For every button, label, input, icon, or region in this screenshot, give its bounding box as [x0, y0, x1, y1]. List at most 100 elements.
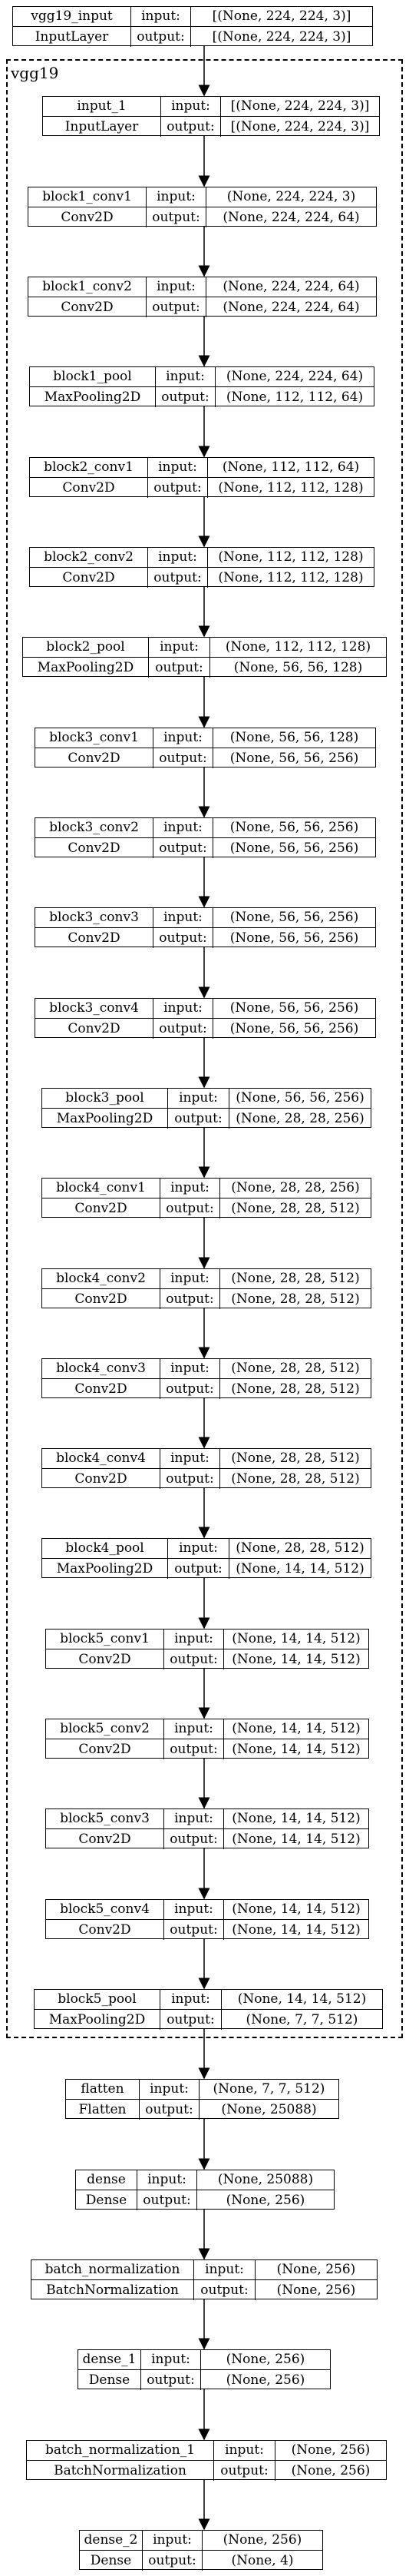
output-shape: [(None, 224, 224, 3)]: [230, 118, 370, 134]
group-label: vgg19: [11, 64, 59, 82]
layer-type: Conv2D: [35, 838, 153, 858]
layer-type: MaxPooling2D: [42, 1559, 168, 1579]
input-label: input:: [168, 1539, 229, 1559]
input-label: input:: [153, 908, 213, 928]
layer-type: Conv2D: [30, 568, 148, 588]
input-label: input:: [168, 1089, 229, 1109]
layer-name: block5_conv1: [46, 1629, 164, 1649]
output-label: output:: [164, 1649, 224, 1669]
output-label: output:: [149, 658, 210, 678]
input-shape: (None, 224, 224, 3): [206, 187, 376, 207]
layer-name: batch_normalization_1: [27, 2441, 214, 2461]
input-label: input:: [160, 1449, 220, 1469]
input-shape: (None, 25088): [197, 2170, 334, 2190]
output-shape: (None, 256): [291, 2462, 371, 2478]
layer-name: dense_2: [80, 2531, 143, 2551]
input-shape: (None, 14, 14, 512): [224, 1629, 368, 1649]
layer-type: Conv2D: [42, 1379, 160, 1399]
layer-type: InputLayer: [13, 27, 131, 47]
output-shape: (None, 14, 14, 512): [232, 1741, 361, 1757]
input-shape: (None, 28, 28, 512): [220, 1449, 371, 1469]
layer-type: Conv2D: [46, 1829, 164, 1849]
input-shape: (None, 56, 56, 256): [213, 908, 375, 928]
input-label: input:: [141, 2350, 201, 2370]
output-shape: [(None, 224, 224, 3)]: [212, 28, 351, 45]
input-label: input:: [148, 458, 208, 478]
layer-type: BatchNormalization: [31, 2280, 194, 2300]
input-shape: [(None, 224, 224, 3)]: [191, 7, 372, 27]
output-label: output:: [147, 207, 206, 227]
output-label: output:: [160, 1379, 220, 1399]
vgg19-group: [6, 59, 403, 2038]
layer-name: block2_pool: [23, 638, 149, 658]
output-label: output:: [143, 2551, 203, 2571]
output-shape: (None, 224, 224, 64): [223, 299, 360, 315]
input-shape: (None, 224, 224, 64): [216, 367, 374, 387]
input-shape: (None, 256): [256, 2260, 377, 2280]
input-label: input:: [164, 1809, 224, 1829]
layer-type: Conv2D: [35, 1019, 153, 1039]
layer-name: block3_conv3: [35, 908, 153, 928]
input-shape: [(None, 224, 224, 3)]: [221, 97, 379, 117]
layer-type: Conv2D: [30, 478, 148, 498]
layer-type: Conv2D: [42, 1289, 160, 1309]
input-label: input:: [140, 2080, 200, 2100]
input-shape: (None, 28, 28, 256): [220, 1179, 371, 1198]
output-shape: (None, 28, 28, 512): [231, 1381, 360, 1397]
input-shape: (None, 256): [201, 2350, 330, 2370]
input-label: input:: [149, 638, 210, 658]
layer-name: block2_conv2: [30, 548, 148, 568]
input-shape: (None, 14, 14, 512): [224, 1809, 368, 1829]
output-shape: (None, 56, 56, 256): [229, 840, 359, 856]
output-label: output:: [147, 297, 206, 317]
output-shape: (None, 25088): [221, 2101, 317, 2117]
output-shape: (None, 28, 28, 512): [231, 1291, 360, 1307]
output-shape: (None, 4): [231, 2552, 294, 2568]
layer-type: Conv2D: [28, 207, 147, 227]
layer-name: dense: [76, 2170, 137, 2190]
input-label: input:: [156, 367, 216, 387]
output-label: output:: [137, 2190, 197, 2210]
output-shape: (None, 56, 56, 256): [229, 750, 359, 766]
output-shape: (None, 56, 56, 128): [233, 659, 363, 675]
input-label: input:: [164, 1900, 224, 1920]
layer-type: Flatten: [66, 2100, 140, 2120]
output-label: output:: [156, 387, 216, 407]
output-shape: (None, 7, 7, 512): [246, 2011, 358, 2027]
layer-name: block5_pool: [35, 1990, 160, 2010]
output-shape: (None, 14, 14, 512): [232, 1921, 361, 1938]
output-shape: (None, 256): [276, 2282, 356, 2298]
output-label: output:: [168, 1559, 229, 1579]
layer-name: block4_conv3: [42, 1359, 160, 1379]
input-label: input:: [153, 818, 213, 838]
output-label: output:: [141, 2370, 201, 2390]
input-label: input:: [214, 2441, 275, 2461]
output-label: output:: [140, 2100, 200, 2120]
input-label: input:: [153, 728, 213, 748]
output-label: output:: [148, 478, 208, 498]
output-shape: (None, 28, 28, 512): [231, 1470, 360, 1487]
input-label: input:: [161, 97, 221, 117]
output-label: output:: [164, 1829, 224, 1849]
output-shape: (None, 28, 28, 512): [231, 1200, 360, 1216]
output-label: output:: [160, 2010, 222, 2030]
layer-name: flatten: [66, 2080, 140, 2100]
input-label: input:: [160, 1359, 220, 1379]
output-label: output:: [148, 568, 208, 588]
layer-type: InputLayer: [43, 117, 161, 137]
